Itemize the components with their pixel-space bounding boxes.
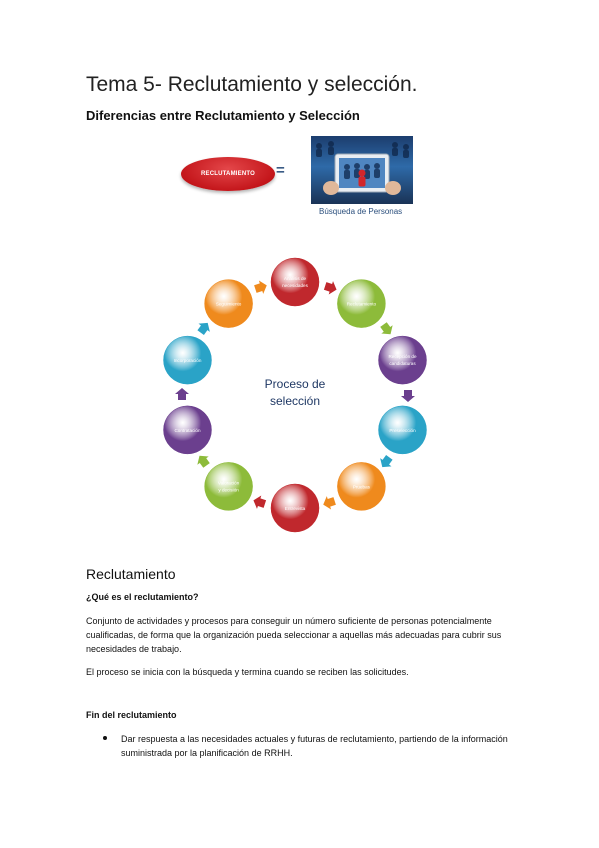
page-subtitle: Diferencias entre Reclutamiento y Selecc… [86, 108, 360, 123]
cycle-node [378, 335, 427, 385]
cycle-node [204, 279, 253, 328]
oval-label: RECLUTAMIENTO [200, 171, 256, 177]
cycle-node [270, 483, 320, 533]
cycle-center-title-line1: Proceso de [265, 377, 326, 391]
cycle-node-label: y decisión [218, 487, 239, 492]
cycle-node [378, 405, 427, 455]
definition-paragraph: Conjunto de actividades y procesos para … [86, 616, 502, 654]
cycle-node-label: Pruebas [353, 484, 371, 489]
page-title: Tema 5- Reclutamiento y selección. [86, 73, 418, 96]
reclutamiento-oval: RECLUTAMIENTO [181, 157, 275, 191]
section-question: ¿Qué es el reclutamiento? [86, 592, 199, 602]
cycle-node [204, 462, 253, 511]
cycle-node-label: Entrevista [285, 506, 306, 511]
cycle-node [337, 279, 386, 328]
cycle-node-label: candidaturas [389, 361, 416, 366]
photo-caption: Búsqueda de Personas [319, 207, 403, 216]
cycle-node [270, 257, 320, 307]
cycle-node-label: Incorporación [174, 358, 202, 363]
cycle-arrow-icon [323, 496, 336, 510]
cycle-node-label: Preselección [389, 428, 416, 433]
cycle-arrow-icon [253, 495, 267, 509]
cycle-arrow-icon [197, 322, 210, 335]
cycle-node-label: Reclutamiento [347, 302, 377, 307]
cycle-arrow-icon [380, 322, 393, 335]
cycle-node-label: Valoración [218, 480, 240, 485]
bullet-icon [103, 736, 107, 740]
search-people-image [311, 136, 413, 204]
cycle-node-label: Análisis de [284, 276, 307, 281]
cycle-node-label: Recepción de [388, 354, 417, 359]
cycle-node [337, 462, 386, 511]
fin-heading: Fin del reclutamiento [86, 710, 177, 720]
cycle-arrow-icon [197, 455, 210, 468]
tablet-people-illustration [316, 141, 409, 195]
cycle-node [163, 335, 212, 385]
cycle-arrow-icon [254, 280, 267, 294]
selection-process-cycle: Análisis de necesidadesReclutamientoRecep… [163, 257, 427, 533]
cycle-arrow-icon [380, 455, 393, 468]
cycle-node-label: Contratación [174, 428, 200, 433]
cycle-node-label: Seguimiento [216, 302, 242, 307]
cycle-center-title-line2: selección [270, 394, 320, 408]
equals-sign: = [276, 162, 285, 179]
cycle-node [163, 405, 212, 455]
section-heading: Reclutamiento [86, 566, 176, 582]
cycle-arrow-icon [175, 388, 189, 400]
cycle-arrow-icon [323, 281, 337, 295]
cycle-node-label: necesidades [282, 283, 308, 288]
bullet-item: Dar respuesta a las necesidades actuales… [121, 734, 508, 758]
process-paragraph: El proceso se inicia con la búsqueda y t… [86, 667, 409, 677]
cycle-arrow-icon [401, 390, 415, 402]
